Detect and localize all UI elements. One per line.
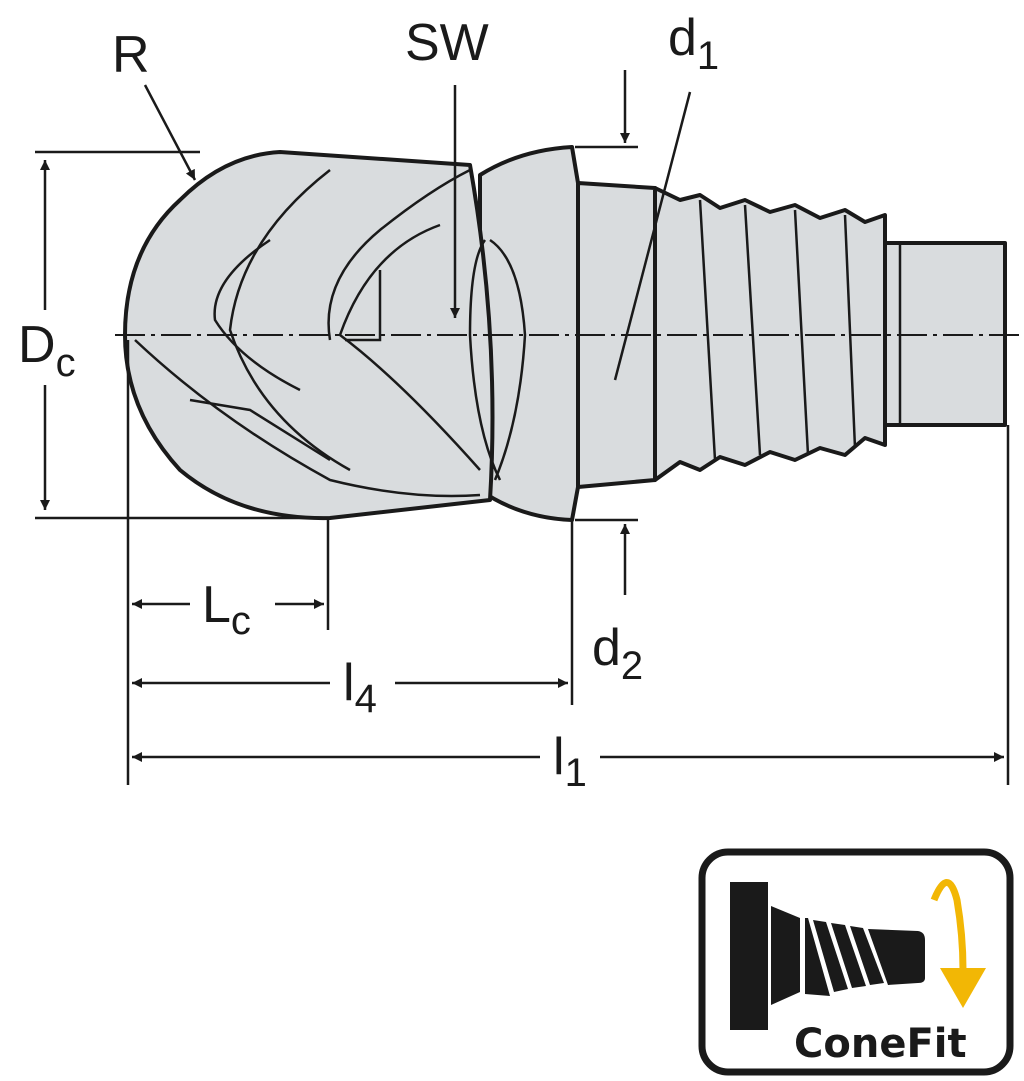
label-d1: d1	[668, 9, 719, 78]
neck	[478, 145, 580, 522]
conefit-logo: ConeFit	[698, 848, 1014, 1076]
label-SW: SW	[405, 14, 489, 72]
conefit-tool-icon	[730, 882, 925, 1030]
label-l4: l4	[343, 654, 377, 721]
rotation-arrow-icon	[930, 879, 986, 1008]
label-Dc: Dc	[18, 316, 76, 385]
label-d2: d2	[592, 619, 643, 688]
label-Lc: Lc	[202, 576, 251, 643]
label-l1: l1	[553, 728, 587, 795]
dimension-lines	[35, 70, 1010, 785]
conefit-logo-text: ConeFit	[794, 1021, 967, 1067]
label-R: R	[112, 26, 150, 84]
dimension-labels: R SW d1 Dc d2 Lc l4 l1	[18, 9, 719, 795]
tool-body	[123, 145, 1007, 522]
